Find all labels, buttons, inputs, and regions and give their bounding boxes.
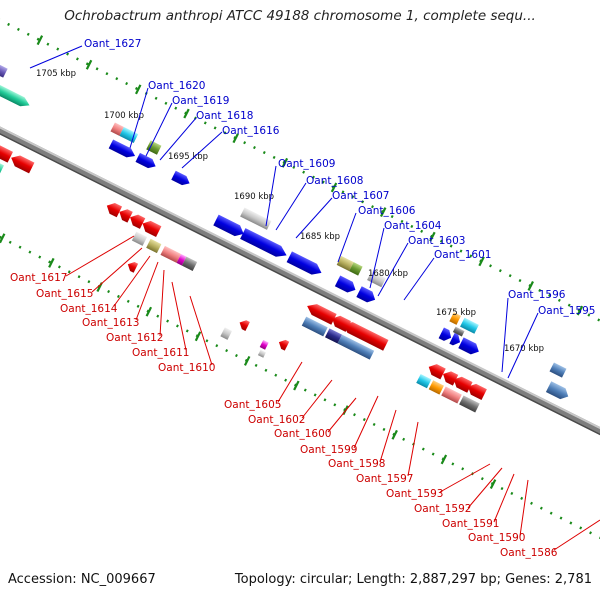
genome-track [0,3,600,556]
reverse-gene-labels[interactable]: Oant_1617 Oant_1615 Oant_1614 Oant_1613 … [10,235,600,559]
accession-text: Accession: NC_009667 [8,572,156,587]
chromosome-backbone [0,89,600,472]
gene-label-forward: Oant_1616 [222,125,280,137]
kbp-label: 1675 kbp [436,308,476,318]
map-title: Ochrobactrum anthropi ATCC 49188 chromos… [64,8,536,24]
gene-label-forward: Oant_1609 [278,158,335,170]
forward-genes-inner[interactable] [0,65,580,402]
gene-label-reverse: Oant_1592 [414,503,471,515]
forward-gene-labels[interactable]: Oant_1627 Oant_1620 Oant_1619 Oant_1618 … [29,38,595,379]
gene-label-reverse: Oant_1590 [468,532,525,544]
gene-label-reverse: Oant_1617 [10,272,67,284]
gene-label-reverse: Oant_1602 [248,414,305,426]
gene-label-reverse: Oant_1599 [300,444,357,456]
gene-label-forward: Oant_1620 [148,80,205,92]
gene-label-forward: Oant_1608 [306,175,363,187]
gene-label-reverse: Oant_1612 [106,332,163,344]
gene-label-forward: Oant_1596 [508,289,566,301]
gene-label-forward: Oant_1604 [384,220,442,232]
gene-label-forward: Oant_1618 [196,110,253,122]
kbp-label: 1680 kbp [368,269,408,279]
forward-genes-outer[interactable] [0,54,575,384]
gene-label-reverse: Oant_1613 [82,317,139,329]
gene-label-forward: Oant_1601 [434,249,491,261]
kbp-label: 1695 kbp [168,152,208,162]
gene-label-reverse: Oant_1611 [132,347,189,359]
gene-label-forward: Oant_1595 [538,305,595,317]
gene-label-reverse: Oant_1610 [158,362,215,374]
kbp-label: 1700 kbp [104,111,144,121]
gene-label-forward: Oant_1603 [408,235,465,247]
kbp-label: 1705 kbp [36,69,76,79]
genome-summary-text: Topology: circular; Length: 2,887,297 bp… [234,572,592,587]
gene-label-forward: Oant_1619 [172,95,229,107]
gene-label-reverse: Oant_1591 [442,518,499,530]
gene-label-reverse: Oant_1615 [36,288,93,300]
gene-label-reverse: Oant_1598 [328,458,385,470]
reverse-genes-outer[interactable] [0,141,480,414]
gene-label-forward: Oant_1627 [84,38,141,50]
gene-label-reverse: Oant_1605 [224,399,281,411]
kbp-label: 1690 kbp [234,192,274,202]
kbp-label: 1685 kbp [300,232,340,242]
gene-label-forward: Oant_1607 [332,190,389,202]
gene-label-reverse: Oant_1614 [60,303,118,315]
gene-label-reverse: Oant_1586 [500,547,558,559]
gene-label-reverse: Oant_1593 [386,488,443,500]
reverse-genes-inner[interactable] [0,112,487,400]
reverse-genes-far[interactable] [118,260,291,365]
gene-label-reverse: Oant_1597 [356,473,413,485]
kbp-label: 1670 kbp [504,344,544,354]
gene-label-reverse: Oant_1600 [274,428,331,440]
gene-label-forward: Oant_1606 [358,205,416,217]
kbp-labels: 1705 kbp 1700 kbp 1695 kbp 1690 kbp 1685… [36,69,544,354]
